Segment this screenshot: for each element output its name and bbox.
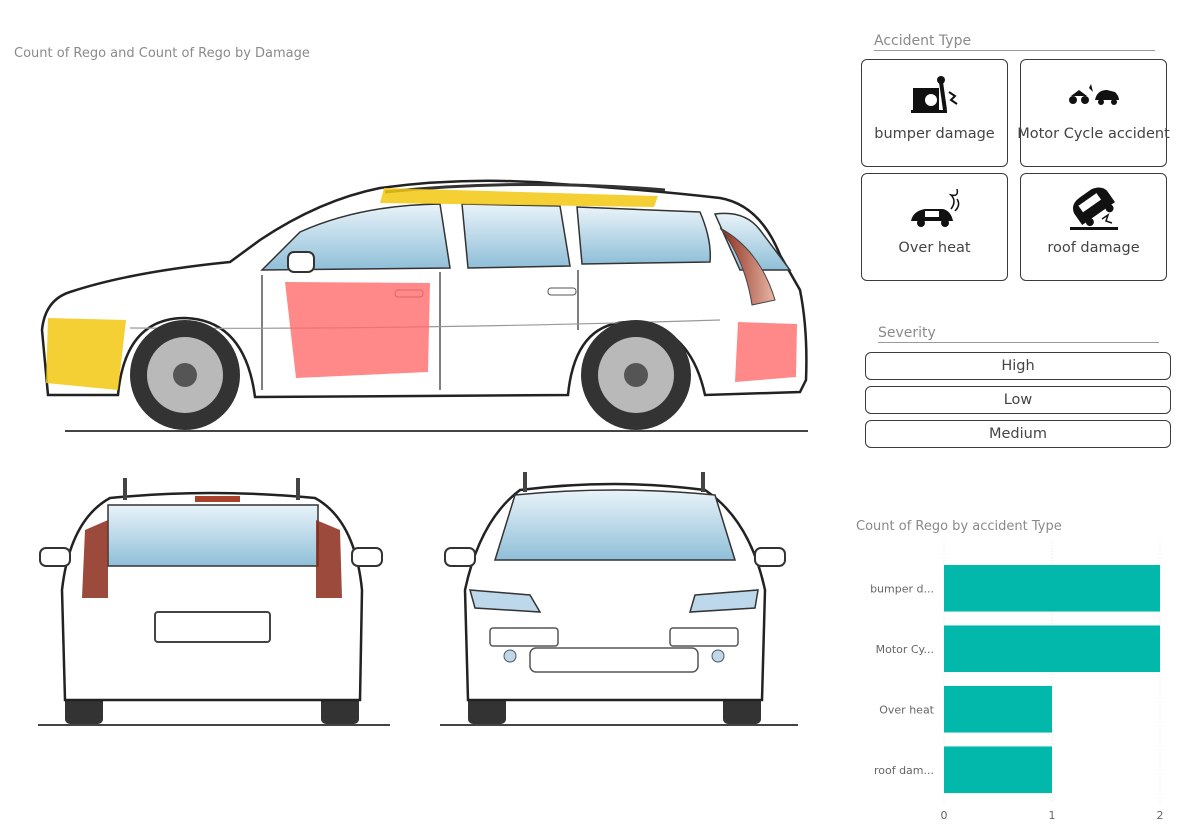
rear-wheel <box>581 320 691 430</box>
tile-label: Motor Cycle accident <box>1017 126 1170 142</box>
rear-quarter-damage-zone[interactable] <box>735 322 797 382</box>
accident-type-bar-chart: 0 1 2 bumper d... Motor Cy... Over heat roof d… <box>870 542 1164 822</box>
tile-label: roof damage <box>1047 240 1140 256</box>
tile-roof-damage[interactable]: roof damage <box>1020 173 1167 281</box>
tile-label: Over heat <box>898 240 971 256</box>
y-category-label: Motor Cy... <box>876 643 934 656</box>
accident-type-header: Accident Type <box>874 33 1155 51</box>
bar[interactable] <box>944 564 1160 612</box>
front-door-damage-zone[interactable] <box>285 282 430 378</box>
bumper-damage-icon <box>910 64 959 126</box>
car-visual-title: Count of Rego and Count of Rego by Damag… <box>14 46 310 61</box>
car-front-view <box>440 472 798 726</box>
y-category-label: Over heat <box>879 703 934 716</box>
tile-motorcycle-accident[interactable]: Motor Cycle accident <box>1017 59 1170 167</box>
bar-chart-title: Count of Rego by accident Type <box>856 519 1062 534</box>
x-tick-label: 0 <box>941 809 948 822</box>
severity-low-button[interactable]: Low <box>865 386 1171 414</box>
bar[interactable] <box>944 625 1160 673</box>
rollover-car-icon <box>1068 178 1120 240</box>
y-category-label: bumper d... <box>870 582 934 595</box>
roof-damage-zone[interactable] <box>380 188 658 207</box>
car-damage-visual <box>38 179 808 726</box>
tile-label: bumper damage <box>874 126 995 142</box>
severity-medium-button[interactable]: Medium <box>865 420 1171 448</box>
car-side-view <box>40 179 808 432</box>
bar[interactable] <box>944 685 1052 733</box>
x-tick-label: 1 <box>1049 809 1056 822</box>
overheat-car-icon <box>907 178 963 240</box>
tile-over-heat[interactable]: Over heat <box>861 173 1008 281</box>
car-rear-view <box>38 478 390 726</box>
y-category-label: roof dam... <box>874 764 934 777</box>
x-tick-label: 2 <box>1157 809 1164 822</box>
front-wheel <box>130 320 240 430</box>
motorcycle-accident-icon <box>1067 64 1121 126</box>
bar[interactable] <box>944 746 1052 794</box>
severity-high-button[interactable]: High <box>865 352 1171 380</box>
tile-bumper-damage[interactable]: bumper damage <box>861 59 1008 167</box>
front-bumper-damage-zone[interactable] <box>46 318 126 390</box>
severity-header: Severity <box>878 325 1159 343</box>
